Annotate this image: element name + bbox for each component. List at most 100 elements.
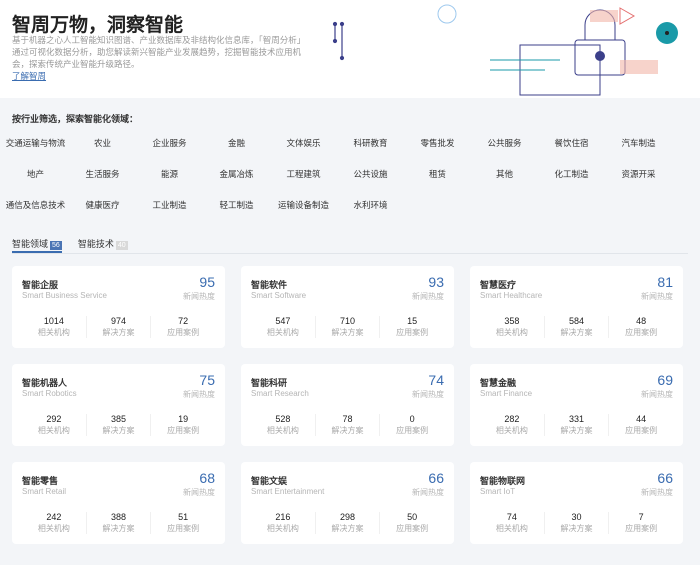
stat-value: 974 bbox=[110, 316, 127, 326]
industry-tag[interactable]: 化工制造 bbox=[554, 169, 589, 179]
industry-tag[interactable]: 工业制造 bbox=[152, 200, 187, 210]
stat-value: 48 bbox=[636, 316, 647, 326]
news-heat-label: 新闻热度 bbox=[641, 488, 673, 497]
stat-label: 解决方案 bbox=[560, 524, 593, 533]
industry-tag[interactable]: 通信及信息技术 bbox=[5, 200, 66, 210]
stat-solutions: 974 解决方案 bbox=[85, 316, 151, 338]
stat-label: 应用案例 bbox=[396, 426, 429, 435]
domain-english-name: Smart IoT bbox=[480, 487, 516, 496]
stat-label: 相关机构 bbox=[495, 426, 528, 435]
learn-more-link[interactable]: 了解智周 bbox=[12, 71, 47, 81]
industry-tag[interactable]: 金属冶炼 bbox=[219, 169, 254, 179]
stat-value: 51 bbox=[178, 512, 189, 522]
industry-tag[interactable]: 零售批发 bbox=[420, 138, 455, 148]
domain-name: 智慧金融 bbox=[480, 378, 517, 388]
domain-english-name: Smart Entertainment bbox=[251, 487, 325, 496]
news-heat-score: 66 bbox=[657, 470, 673, 486]
industry-tag[interactable]: 运输设备制造 bbox=[277, 200, 329, 210]
industry-tag[interactable]: 地产 bbox=[26, 169, 44, 179]
industry-tag[interactable]: 其他 bbox=[495, 169, 513, 179]
stat-label: 应用案例 bbox=[625, 524, 658, 533]
industry-tag[interactable]: 农业 bbox=[93, 138, 111, 148]
industry-tag[interactable]: 能源 bbox=[160, 169, 178, 179]
industry-tag[interactable]: 文体娱乐 bbox=[286, 138, 321, 148]
stat-value: 388 bbox=[110, 512, 127, 522]
stat-label: 应用案例 bbox=[625, 328, 658, 337]
news-heat-score: 75 bbox=[199, 372, 215, 388]
news-heat-label: 新闻热度 bbox=[641, 390, 673, 399]
stat-value: 7 bbox=[638, 512, 644, 522]
news-heat-score: 93 bbox=[428, 274, 444, 290]
stat-label: 相关机构 bbox=[266, 328, 299, 337]
industry-tag[interactable]: 科研教育 bbox=[353, 138, 388, 148]
stat-cases: 50 应用案例 bbox=[379, 512, 444, 534]
domain-name: 智慧医疗 bbox=[480, 280, 517, 290]
industry-tag[interactable]: 金融 bbox=[227, 138, 245, 148]
news-heat-score: 68 bbox=[199, 470, 215, 486]
industry-tag[interactable]: 轻工制造 bbox=[219, 200, 254, 210]
stat-label: 解决方案 bbox=[102, 328, 135, 337]
industry-tag[interactable]: 餐饮住宿 bbox=[554, 138, 589, 148]
industry-tag[interactable]: 租赁 bbox=[428, 169, 446, 179]
industry-tag[interactable]: 公共设施 bbox=[353, 169, 388, 179]
domain-name: 智能科研 bbox=[251, 378, 288, 388]
domain-card[interactable]: 智能企服 Smart Business Service 95 新闻热度 1014… bbox=[12, 266, 225, 348]
news-heat-score: 81 bbox=[657, 274, 673, 290]
industry-tag[interactable]: 水利环境 bbox=[353, 200, 388, 210]
filter-title: 按行业筛选，探索智能化领域： bbox=[12, 114, 139, 124]
industry-filter: 按行业筛选，探索智能化领域： 交通运输与物流 农业 企业服务 金融 文体娱乐 科研教育 零售… bbox=[0, 98, 700, 211]
news-heat-score: 66 bbox=[428, 470, 444, 486]
news-heat-label: 新闻热度 bbox=[412, 488, 444, 497]
stat-value: 292 bbox=[46, 414, 62, 424]
tab-label: 智能技术 bbox=[77, 239, 114, 249]
domain-english-name: Smart Healthcare bbox=[480, 291, 543, 300]
stat-label: 解决方案 bbox=[331, 524, 364, 533]
stat-label: 解决方案 bbox=[331, 328, 364, 337]
stat-value: 15 bbox=[407, 316, 418, 326]
domain-english-name: Smart Retail bbox=[22, 487, 67, 496]
industry-tag[interactable]: 工程建筑 bbox=[286, 169, 321, 179]
news-heat-score: 95 bbox=[199, 274, 215, 290]
industry-tag[interactable]: 汽车制造 bbox=[621, 138, 656, 148]
stat-label: 应用案例 bbox=[396, 524, 429, 533]
stat-label: 解决方案 bbox=[102, 524, 135, 533]
stat-value: 1014 bbox=[43, 316, 64, 326]
news-heat-score: 74 bbox=[428, 372, 444, 388]
domain-name: 智能零售 bbox=[22, 476, 59, 486]
stat-value: 19 bbox=[178, 414, 189, 424]
stat-value: 50 bbox=[407, 512, 418, 522]
industry-tag[interactable]: 资源开采 bbox=[621, 169, 656, 179]
count-badge: 56 bbox=[50, 241, 62, 250]
industry-tag[interactable]: 生活服务 bbox=[85, 169, 120, 179]
stat-label: 相关机构 bbox=[37, 426, 70, 435]
industry-tag[interactable]: 健康医疗 bbox=[85, 200, 120, 210]
industry-tag[interactable]: 公共服务 bbox=[487, 138, 522, 148]
industry-tag[interactable]: 交通运输与物流 bbox=[5, 138, 66, 148]
news-heat-label: 新闻热度 bbox=[183, 292, 215, 301]
domain-english-name: Smart Robotics bbox=[22, 389, 77, 398]
industry-tag[interactable]: 企业服务 bbox=[152, 138, 187, 148]
stat-label: 应用案例 bbox=[167, 328, 200, 337]
